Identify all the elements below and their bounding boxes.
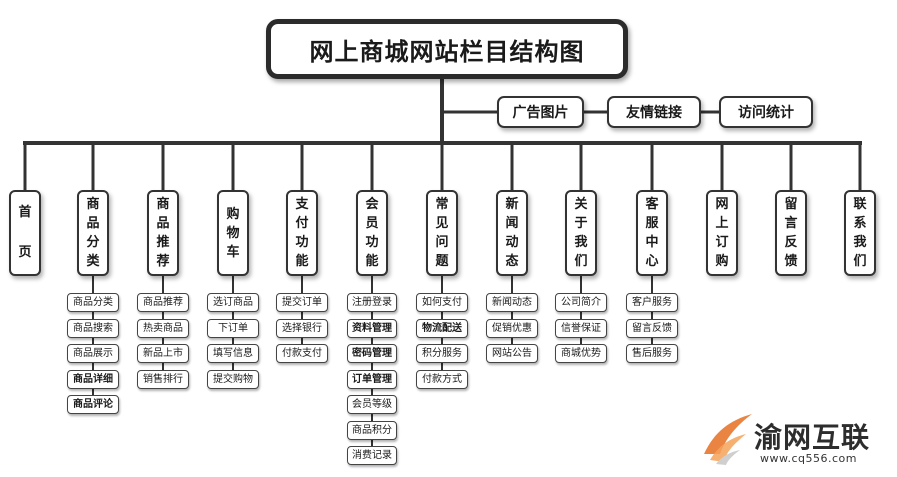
leaf-item: 提交订单 [276, 293, 328, 312]
section-label: 支付功能 [295, 197, 309, 269]
leaf-item: 客户服务 [626, 293, 678, 312]
leaf-item: 付款方式 [416, 369, 468, 389]
leaf-item: 如何支付 [416, 293, 468, 312]
leaf-item: 新品上市 [137, 344, 189, 363]
section-box: 购物车 [217, 190, 249, 276]
leaf-item: 留言反馈 [626, 318, 678, 338]
section-box: 客服中心 [636, 190, 668, 276]
side-item-label: 访问统计 [738, 105, 794, 121]
side-item-box: 广告图片 [497, 96, 584, 128]
leaf-item: 商品详细 [67, 369, 119, 389]
leaf-item: 网站公告 [486, 344, 538, 363]
leaf-item: 密码管理 [347, 344, 397, 363]
watermark-name: 渝网互联 [754, 421, 871, 454]
section-label: 客服中心 [645, 197, 659, 269]
section-box: 新闻动态 [496, 190, 528, 276]
diagram-title-text: 网上商城网站栏目结构图 [309, 37, 585, 66]
leaf-item: 商品搜索 [67, 318, 119, 338]
side-item-box: 访问统计 [719, 96, 813, 128]
section-box: 网上订购 [706, 190, 738, 276]
section-label: 新闻动态 [505, 197, 519, 269]
leaf-item: 公司简介 [555, 293, 607, 312]
section-box: 首 页 [9, 190, 41, 276]
side-item-label: 广告图片 [512, 105, 569, 121]
leaf-item: 选订商品 [207, 293, 259, 312]
section-box: 关于我们 [565, 190, 597, 276]
section-label: 关于我们 [574, 197, 588, 269]
leaf-item: 热卖商品 [137, 318, 189, 338]
leaf-item: 售后服务 [626, 344, 678, 363]
leaf-item: 商品积分 [347, 420, 397, 440]
watermark-logo: 渝网互联 www.cq556.com [696, 410, 896, 470]
leaf-item: 付款支付 [276, 344, 328, 363]
leaf-item: 新闻动态 [486, 293, 538, 312]
leaf-item: 商品分类 [67, 293, 119, 312]
section-label: 联系我们 [853, 197, 867, 269]
watermark-url: www.cq556.com [760, 452, 857, 465]
section-box: 会员功能 [356, 190, 388, 276]
section-box: 支付功能 [286, 190, 318, 276]
section-label: 商品分类 [86, 197, 100, 269]
leaf-item: 销售排行 [137, 369, 189, 389]
section-label: 购物车 [226, 206, 240, 260]
leaf-item: 商品推荐 [137, 293, 189, 312]
leaf-item: 会员等级 [347, 395, 397, 414]
side-item-box: 友情链接 [607, 96, 701, 128]
leaf-item: 注册登录 [347, 293, 397, 312]
leaf-item: 消费记录 [347, 446, 397, 465]
diagram-title: 网上商城网站栏目结构图 [266, 19, 628, 79]
leaf-item: 商品评论 [67, 395, 119, 414]
section-box: 留言反馈 [775, 190, 807, 276]
leaf-item: 物流配送 [416, 318, 468, 338]
section-box: 常见问题 [426, 190, 458, 276]
leaf-item: 提交购物 [207, 369, 259, 389]
section-label: 会员功能 [365, 197, 379, 269]
leaf-item: 资料管理 [347, 318, 397, 338]
leaf-item: 信誉保证 [555, 318, 607, 338]
section-box: 商品推荐 [147, 190, 179, 276]
section-label: 商品推荐 [156, 197, 170, 269]
leaf-item: 促销优惠 [486, 318, 538, 338]
logo-flame-icon [704, 414, 752, 465]
section-label: 留言反馈 [784, 197, 798, 269]
side-item-label: 友情链接 [626, 105, 682, 121]
section-label: 首 页 [18, 205, 32, 260]
leaf-item: 商城优势 [555, 344, 607, 363]
leaf-item: 填写信息 [207, 344, 259, 363]
leaf-item: 选择银行 [276, 318, 328, 338]
section-label: 网上订购 [715, 197, 729, 269]
section-box: 商品分类 [77, 190, 109, 276]
section-label: 常见问题 [435, 197, 449, 269]
leaf-item: 商品展示 [67, 344, 119, 363]
section-box: 联系我们 [844, 190, 876, 276]
leaf-item: 积分服务 [416, 344, 468, 363]
leaf-item: 订单管理 [347, 369, 397, 389]
leaf-item: 下订单 [207, 318, 259, 338]
